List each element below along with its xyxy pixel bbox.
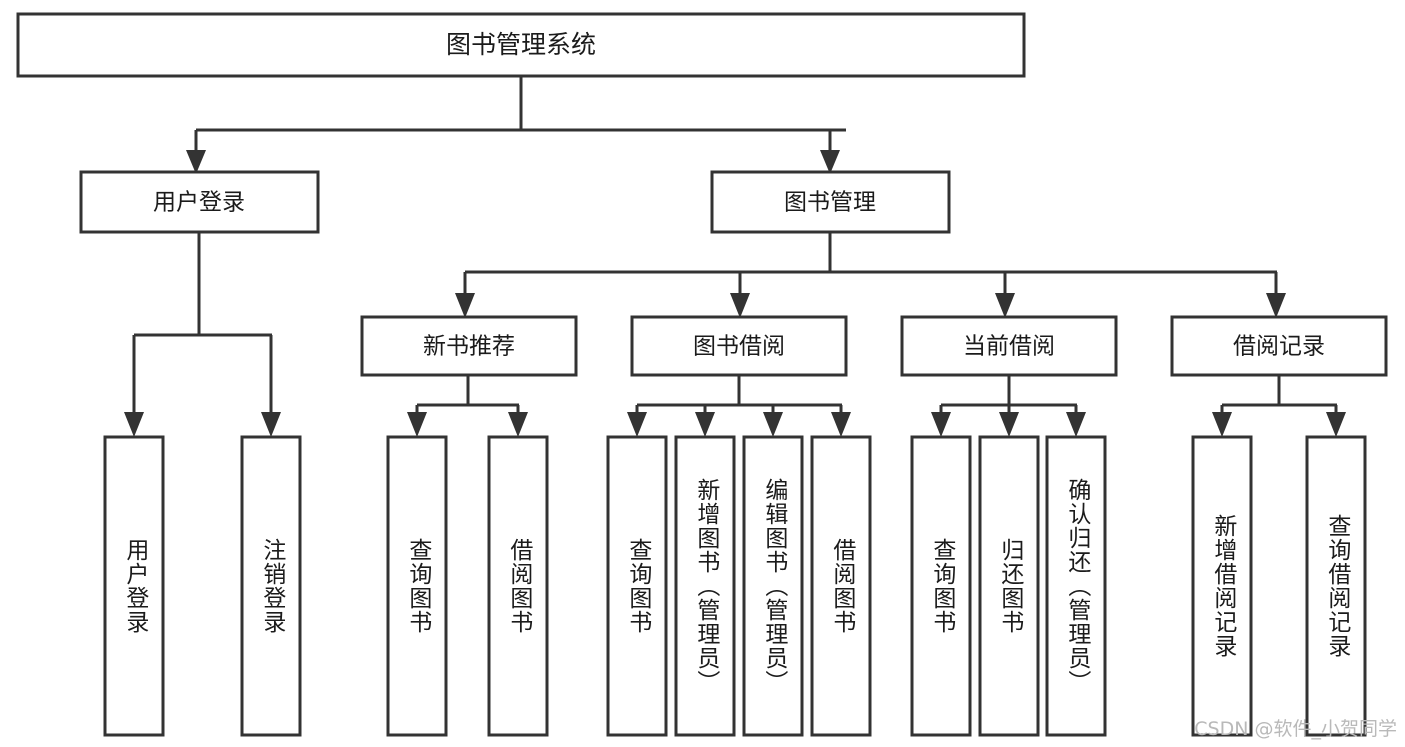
node-user-login-label: 用户登录 (153, 190, 245, 216)
node-leaf-user-login[interactable] (103, 435, 165, 737)
node-book-borrow-label: 图书借阅 (693, 334, 785, 360)
watermark-label: CSDN @软件_小贺同学 (1194, 718, 1397, 740)
node-borrow-record[interactable]: 借阅记录 (1170, 315, 1388, 377)
node-book-borrow[interactable]: 图书借阅 (630, 315, 848, 377)
node-current-borrow-label: 当前借阅 (963, 334, 1055, 360)
node-leaf-add-book[interactable] (674, 435, 736, 737)
node-root-label: 图书管理系统 (446, 30, 596, 59)
node-root[interactable]: 图书管理系统 (16, 12, 1026, 78)
node-leaf-confirm-return[interactable] (1045, 435, 1107, 737)
node-user-login[interactable]: 用户登录 (79, 170, 320, 234)
connector-bookmanage-to-level2 (455, 232, 1286, 318)
node-leaf-borrow-book-2[interactable] (810, 435, 872, 737)
connector-root-to-level1 (186, 76, 846, 174)
node-leaf-add-record[interactable] (1191, 435, 1253, 737)
node-new-book-rec-label: 新书推荐 (423, 334, 515, 360)
node-leaf-query-book-2[interactable] (606, 435, 668, 737)
connector-borrowrecord-to-leaves (1212, 375, 1346, 437)
node-leaf-edit-book[interactable] (742, 435, 804, 737)
node-leaf-query-record[interactable] (1305, 435, 1367, 737)
node-book-manage[interactable]: 图书管理 (710, 170, 951, 234)
node-leaf-logout[interactable] (240, 435, 302, 737)
node-borrow-record-label: 借阅记录 (1233, 334, 1325, 360)
node-leaf-query-book-3[interactable] (910, 435, 972, 737)
connector-userlogin-to-leaves (124, 232, 281, 437)
node-book-manage-label: 图书管理 (784, 190, 876, 216)
node-leaf-borrow-book-1[interactable] (487, 435, 549, 737)
node-new-book-rec[interactable]: 新书推荐 (360, 315, 578, 377)
node-leaf-return-book[interactable] (978, 435, 1040, 737)
connector-newbook-to-leaves (407, 375, 528, 437)
connector-currentborrow-to-leaves (931, 375, 1086, 437)
node-current-borrow[interactable]: 当前借阅 (900, 315, 1118, 377)
connector-bookborrow-to-leaves (627, 375, 851, 437)
node-leaf-query-book-1[interactable] (386, 435, 448, 737)
